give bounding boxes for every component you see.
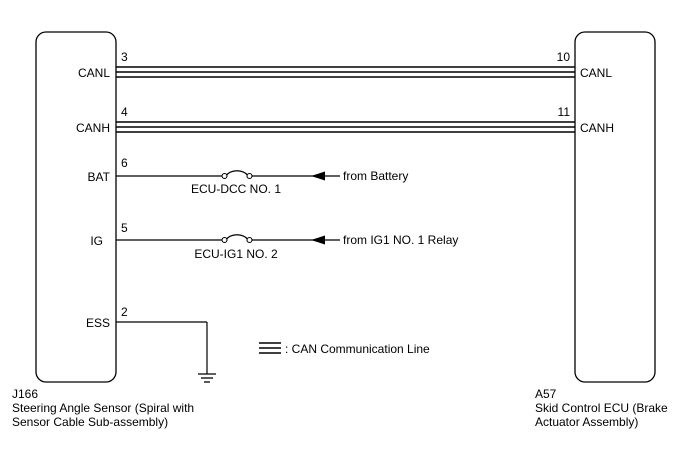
left-terminal-canl: CANL (78, 66, 110, 80)
right-component-name-line1: Skid Control ECU (Brake (535, 401, 668, 415)
fuse-label-ig: ECU-IG1 NO. 2 (194, 247, 278, 261)
fuse-label-bat: ECU-DCC NO. 1 (191, 182, 281, 196)
skid-control-ecu-box (574, 31, 656, 383)
left-pin-canl: 3 (121, 50, 128, 64)
right-pin-canl: 10 (557, 50, 571, 64)
left-terminal-canh: CANH (76, 121, 110, 135)
canh-wire (116, 121, 575, 133)
right-terminal-canl: CANL (580, 66, 612, 80)
left-component-id: J166 (12, 387, 38, 401)
left-terminal-ig: IG (90, 234, 103, 248)
left-component-name-line2: Sensor Cable Sub-assembly) (12, 415, 168, 429)
arrow-left-icon (311, 235, 325, 245)
ig-wire (116, 234, 340, 241)
fuse-icon (225, 234, 249, 241)
ess-wire (116, 321, 208, 374)
left-pin-ig: 5 (121, 221, 128, 235)
source-label-bat: from Battery (343, 169, 408, 183)
ground-icon (198, 373, 216, 383)
canl-wire (116, 66, 575, 78)
left-component-name-line1: Steering Angle Sensor (Spiral with (12, 401, 194, 415)
steering-angle-sensor-box (35, 31, 117, 383)
legend-label: : CAN Communication Line (285, 342, 430, 356)
left-terminal-bat: BAT (88, 170, 111, 184)
right-component-name-line2: Actuator Assembly) (535, 415, 638, 429)
arrow-left-icon (311, 171, 325, 181)
right-pin-canh: 11 (558, 105, 571, 119)
left-pin-canh: 4 (121, 105, 128, 119)
fuse-icon (225, 170, 249, 177)
can-line-legend-icon (259, 342, 281, 354)
right-terminal-canh: CANH (580, 121, 614, 135)
right-component-id: A57 (535, 387, 557, 401)
left-pin-ess: 2 (121, 305, 128, 319)
source-label-ig: from IG1 NO. 1 Relay (343, 233, 458, 247)
bat-wire (116, 170, 340, 177)
left-pin-bat: 6 (121, 156, 128, 170)
left-terminal-ess: ESS (86, 316, 110, 330)
